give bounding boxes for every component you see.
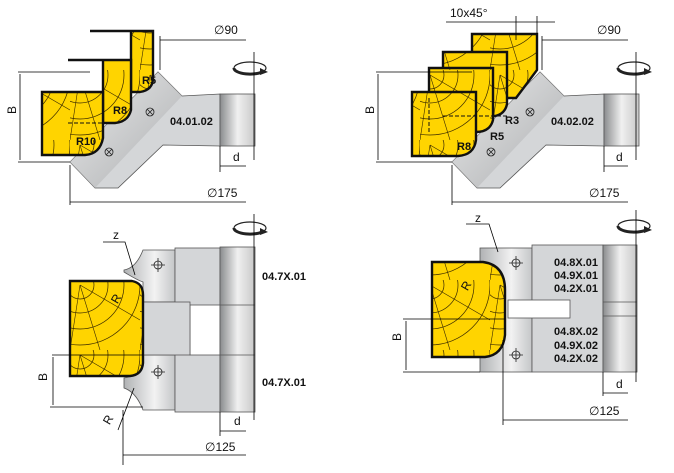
z-label: z bbox=[475, 211, 481, 225]
wood-profile-r5 bbox=[90, 29, 155, 94]
radius-label: R5 bbox=[142, 75, 156, 87]
wood-profile-r8 bbox=[410, 90, 478, 158]
tool-code: 04.2X.01 bbox=[554, 283, 598, 295]
cutter-04-8x-9x-2x-set: 04.8X.01 04.9X.01 04.2X.01 04.8X.02 04.9… bbox=[390, 210, 654, 425]
chamfer-label: 10x45° bbox=[450, 6, 488, 20]
radius-label: R5 bbox=[490, 131, 504, 143]
tool-code: 04.8X.02 bbox=[554, 326, 598, 338]
dimension-d-label: d bbox=[616, 377, 623, 391]
rotation-direction-icon bbox=[232, 220, 270, 237]
z-label: z bbox=[113, 228, 119, 242]
bore-gap bbox=[507, 299, 571, 319]
dimension-b-label: B bbox=[36, 373, 50, 381]
diameter-125-label: ∅125 bbox=[589, 404, 620, 418]
dimension-d-label: d bbox=[233, 150, 240, 164]
rotation-direction-icon bbox=[232, 60, 270, 77]
shank bbox=[602, 244, 638, 373]
tool-code-upper: 04.7X.01 bbox=[262, 271, 306, 283]
dimension-lines bbox=[376, 16, 637, 205]
dimension-b-label: B bbox=[390, 333, 404, 341]
cutter-bevel bbox=[452, 72, 564, 188]
wood-profile bbox=[430, 260, 507, 359]
cutter-04-02-02: R3 R5 R8 04.02.02 10x45° ∅90 ∅175 B d bbox=[363, 6, 654, 205]
cutter-bevel bbox=[70, 72, 182, 188]
radius-label: R bbox=[100, 412, 117, 427]
tool-code: 04.02.02 bbox=[551, 116, 594, 128]
cutter-04-7x-01-set: 04.7X.01 04.7X.01 z R R ∅125 B d bbox=[36, 214, 306, 465]
diameter-90-label: ∅90 bbox=[597, 23, 621, 37]
radius-label: R8 bbox=[113, 105, 127, 117]
rotation-direction-icon bbox=[616, 218, 654, 235]
bore-gap bbox=[189, 304, 221, 356]
dimension-lines bbox=[18, 36, 255, 205]
wood-profile-r10 bbox=[40, 90, 105, 157]
diameter-125-label: ∅125 bbox=[205, 440, 236, 454]
tool-code: 04.9X.01 bbox=[554, 270, 598, 282]
radius-label: R8 bbox=[457, 141, 471, 153]
wood-profile-r8 bbox=[68, 58, 133, 125]
diameter-175-label: ∅175 bbox=[589, 186, 620, 200]
dimension-b-label: B bbox=[363, 106, 377, 114]
tool-code-lower: 04.7X.01 bbox=[262, 377, 306, 389]
shank bbox=[219, 246, 256, 413]
dimension-d-label: d bbox=[234, 414, 241, 428]
tool-code: 04.01.02 bbox=[170, 116, 213, 128]
rotation-direction-icon bbox=[616, 60, 654, 77]
hidden-line bbox=[428, 98, 507, 132]
shank bbox=[219, 93, 256, 147]
diameter-90-label: ∅90 bbox=[214, 23, 238, 37]
tool-code: 04.9X.02 bbox=[554, 340, 598, 352]
dimension-b-label: B bbox=[5, 106, 19, 114]
cutter-plate-upper bbox=[123, 249, 176, 303]
tool-code: 04.8X.01 bbox=[554, 257, 598, 269]
spacer bbox=[142, 301, 191, 356]
shank bbox=[603, 93, 640, 147]
wood-profile bbox=[68, 279, 145, 378]
cutter-04-01-02: R5 R8 R10 04.01.02 ∅90 ∅175 B d bbox=[5, 23, 270, 205]
dimension-d-label: d bbox=[616, 150, 623, 164]
radius-label: R10 bbox=[76, 136, 96, 148]
tool-code: 04.2X.02 bbox=[554, 353, 598, 365]
dimension-lines bbox=[403, 210, 637, 425]
dimension-lines bbox=[50, 214, 255, 465]
radius-label: R3 bbox=[505, 115, 519, 127]
diameter-175-label: ∅175 bbox=[207, 186, 238, 200]
